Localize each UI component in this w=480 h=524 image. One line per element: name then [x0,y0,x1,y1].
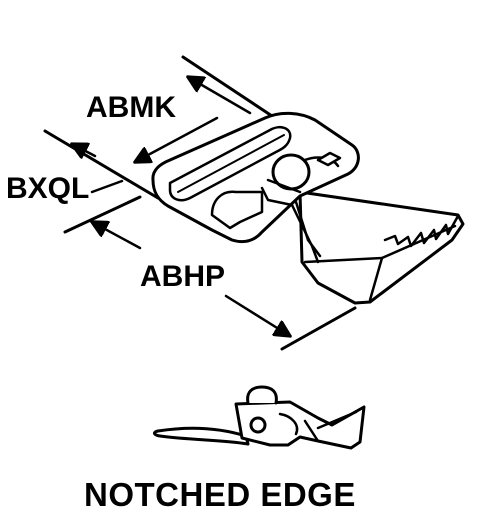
lever-tab [316,151,342,167]
abhp-dimension-line-right [224,294,290,336]
diagram-caption: NOTCHED EDGE [84,476,356,513]
bxql-dimension-label: BXQL [6,172,90,205]
bxql-dimension-line-top [72,144,97,156]
abhp-dimension-label: ABHP [140,260,226,293]
jaw-body [298,190,465,305]
side-pivot-hole [249,416,267,434]
bracket-fold [294,200,322,258]
extension-line-left-bottom [63,195,142,234]
notched-serrations [383,214,460,248]
lever-slot [168,126,292,202]
hinge-clip-isometric [151,111,465,305]
abmk-dimension-label: ABMK [86,91,176,124]
hinge-clip-side-view [153,385,366,450]
bracket-edge [260,186,320,264]
side-cap [246,385,278,405]
barrel-base-line [266,178,302,194]
abmk-dimension-line-bottom [135,116,219,162]
extension-line-left-top [43,129,160,200]
side-lever-tail [153,426,250,446]
side-bracket [210,190,264,230]
extension-lines [43,55,357,351]
side-body [234,400,366,450]
slot-centerline [177,134,285,193]
side-jaw-line [316,410,358,430]
extension-line-bottom-right [280,306,357,351]
abmk-dimension-line-top [188,77,252,115]
abhp-dimension-line-left [92,222,142,250]
bxql-leader [90,179,124,194]
side-inner-curve [278,412,299,436]
extension-line-top-far [181,55,274,118]
dimension-lines [72,77,290,336]
jaw-tip-edge [368,256,384,302]
side-jaw-joint [303,419,320,443]
lever-plate [151,111,360,244]
